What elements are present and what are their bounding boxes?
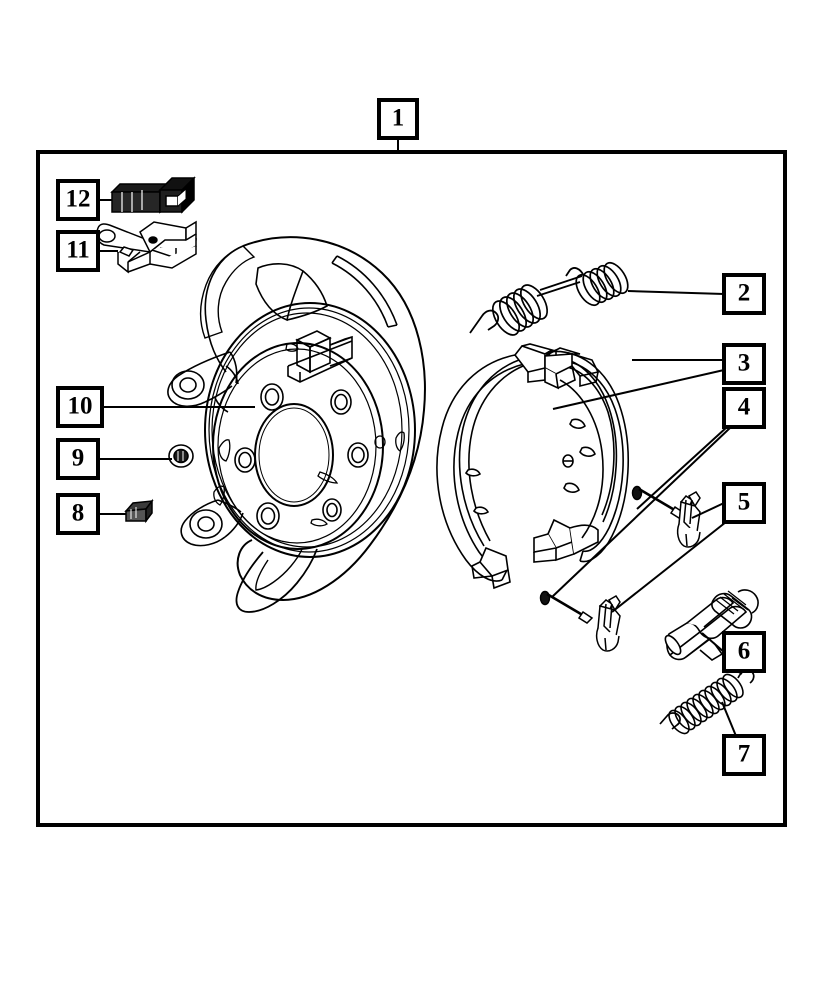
callout-leader-2	[627, 290, 725, 295]
callout-10[interactable]: 10	[56, 386, 104, 428]
callout-box-4[interactable]	[722, 387, 766, 429]
callout-box-1[interactable]	[377, 98, 419, 140]
callout-label-11: 11	[66, 237, 90, 264]
callout-label-1: 1	[392, 105, 405, 132]
part-brake-shoe-strut	[110, 176, 196, 214]
callout-box-12[interactable]	[56, 179, 100, 221]
callout-5[interactable]: 5	[722, 482, 766, 524]
callout-leader-lines	[98, 138, 737, 737]
callout-leader-5	[611, 521, 727, 613]
callout-box-8[interactable]	[56, 493, 100, 535]
callout-12[interactable]: 12	[56, 179, 100, 221]
callout-leader-4	[636, 426, 728, 510]
callout-6[interactable]: 6	[722, 631, 766, 673]
callout-leader-3	[552, 369, 725, 410]
part-hold-down-pin-lower	[539, 590, 594, 624]
part-washer	[168, 444, 194, 468]
part-adjuster-tension-spring	[659, 669, 755, 735]
callout-label-9: 9	[72, 445, 85, 472]
callout-label-12: 12	[66, 186, 91, 213]
callout-label-6: 6	[738, 638, 751, 665]
callout-7[interactable]: 7	[722, 734, 766, 776]
callout-9[interactable]: 9	[56, 438, 100, 480]
callout-2[interactable]: 2	[722, 273, 766, 315]
part-return-spring-set	[469, 261, 629, 336]
part-retainer-clip-upper	[676, 491, 701, 548]
part-brake-shoe-left	[436, 343, 557, 590]
part-brake-shoe-adjuster	[664, 589, 759, 661]
callout-boxes-group: 1 12 11 10 9 8 2 3 4 5 6 7	[56, 98, 766, 776]
callout-8[interactable]: 8	[56, 493, 100, 535]
callout-box-2[interactable]	[722, 273, 766, 315]
part-backing-plate	[167, 236, 426, 613]
callout-label-10: 10	[68, 393, 93, 420]
part-actuating-lever	[95, 220, 197, 274]
callout-leader-6	[701, 632, 725, 653]
part-retainer-clip-lower	[595, 595, 621, 652]
callout-box-5[interactable]	[722, 482, 766, 524]
callout-label-8: 8	[72, 500, 85, 527]
callout-label-7: 7	[738, 741, 751, 768]
callout-label-5: 5	[738, 489, 751, 516]
callout-box-10[interactable]	[56, 386, 104, 428]
callout-leader-7	[721, 701, 737, 737]
part-plug	[124, 498, 154, 524]
callout-box-9[interactable]	[56, 438, 100, 480]
callout-3[interactable]: 3	[722, 343, 766, 385]
callout-box-6[interactable]	[722, 631, 766, 673]
callout-label-2: 2	[738, 280, 751, 307]
callout-box-3[interactable]	[722, 343, 766, 385]
callout-leader-4	[551, 426, 732, 598]
callout-label-4: 4	[738, 394, 751, 421]
callout-leader-5	[691, 502, 725, 519]
callout-label-3: 3	[738, 350, 751, 377]
callout-box-11[interactable]	[56, 230, 100, 272]
callout-4[interactable]: 4	[722, 387, 766, 429]
callout-box-7[interactable]	[722, 734, 766, 776]
callout-11[interactable]: 11	[56, 230, 100, 272]
assembly-frame	[36, 150, 787, 827]
part-brake-shoe-right	[533, 347, 630, 563]
callout-1[interactable]: 1	[377, 98, 419, 140]
